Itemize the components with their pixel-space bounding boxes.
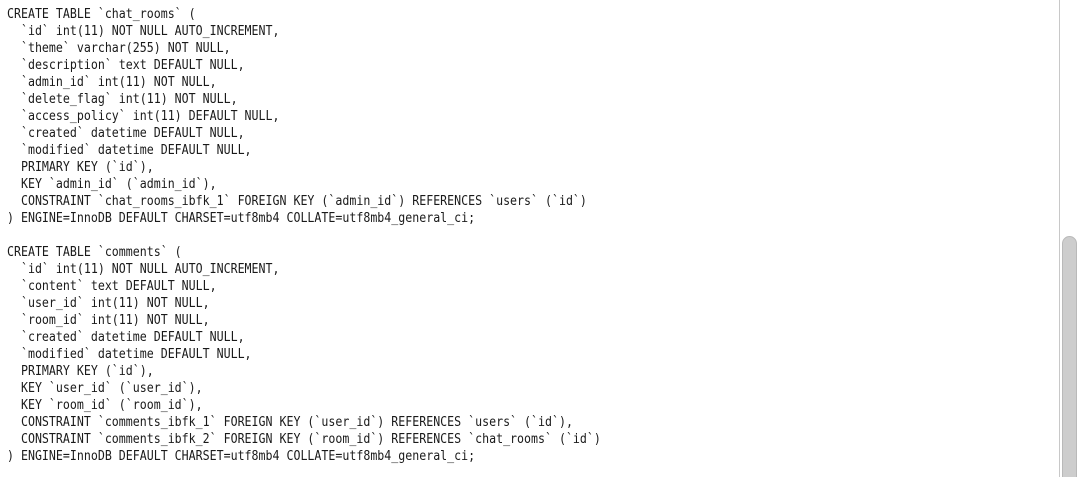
code-line: CREATE TABLE `comments` (	[7, 245, 182, 260]
code-line: `room_id` int(11) NOT NULL,	[7, 313, 210, 328]
vertical-scrollbar[interactable]	[1059, 0, 1080, 477]
code-line: `access_policy` int(11) DEFAULT NULL,	[7, 109, 280, 124]
code-line: `id` int(11) NOT NULL AUTO_INCREMENT,	[7, 24, 280, 39]
code-line: KEY `room_id` (`room_id`),	[7, 398, 203, 413]
code-line: `modified` datetime DEFAULT NULL,	[7, 143, 252, 158]
code-line: `modified` datetime DEFAULT NULL,	[7, 347, 252, 362]
code-line: KEY `user_id` (`user_id`),	[7, 381, 203, 396]
code-line: `content` text DEFAULT NULL,	[7, 279, 217, 294]
code-line: KEY `admin_id` (`admin_id`),	[7, 177, 217, 192]
code-line: PRIMARY KEY (`id`),	[7, 160, 154, 175]
code-line: CONSTRAINT `comments_ibfk_1` FOREIGN KEY…	[7, 415, 573, 430]
code-line: CONSTRAINT `comments_ibfk_2` FOREIGN KEY…	[7, 432, 601, 447]
code-line: `delete_flag` int(11) NOT NULL,	[7, 92, 238, 107]
code-line: `id` int(11) NOT NULL AUTO_INCREMENT,	[7, 262, 280, 277]
code-line: `admin_id` int(11) NOT NULL,	[7, 75, 217, 90]
code-line: `created` datetime DEFAULT NULL,	[7, 330, 245, 345]
code-line: ) ENGINE=InnoDB DEFAULT CHARSET=utf8mb4 …	[7, 211, 476, 226]
code-line: PRIMARY KEY (`id`),	[7, 364, 154, 379]
code-line: CONSTRAINT `chat_rooms_ibfk_1` FOREIGN K…	[7, 194, 587, 209]
code-line: `user_id` int(11) NOT NULL,	[7, 296, 210, 311]
sql-code-block: CREATE TABLE `chat_rooms` ( `id` int(11)…	[7, 7, 933, 464]
blank-line	[7, 227, 933, 244]
scrollbar-thumb[interactable]	[1062, 236, 1077, 477]
code-line: ) ENGINE=InnoDB DEFAULT CHARSET=utf8mb4 …	[7, 449, 476, 464]
code-line: `created` datetime DEFAULT NULL,	[7, 126, 245, 141]
code-line: `theme` varchar(255) NOT NULL,	[7, 41, 231, 56]
code-line: `description` text DEFAULT NULL,	[7, 58, 245, 73]
code-line: CREATE TABLE `chat_rooms` (	[7, 7, 196, 22]
